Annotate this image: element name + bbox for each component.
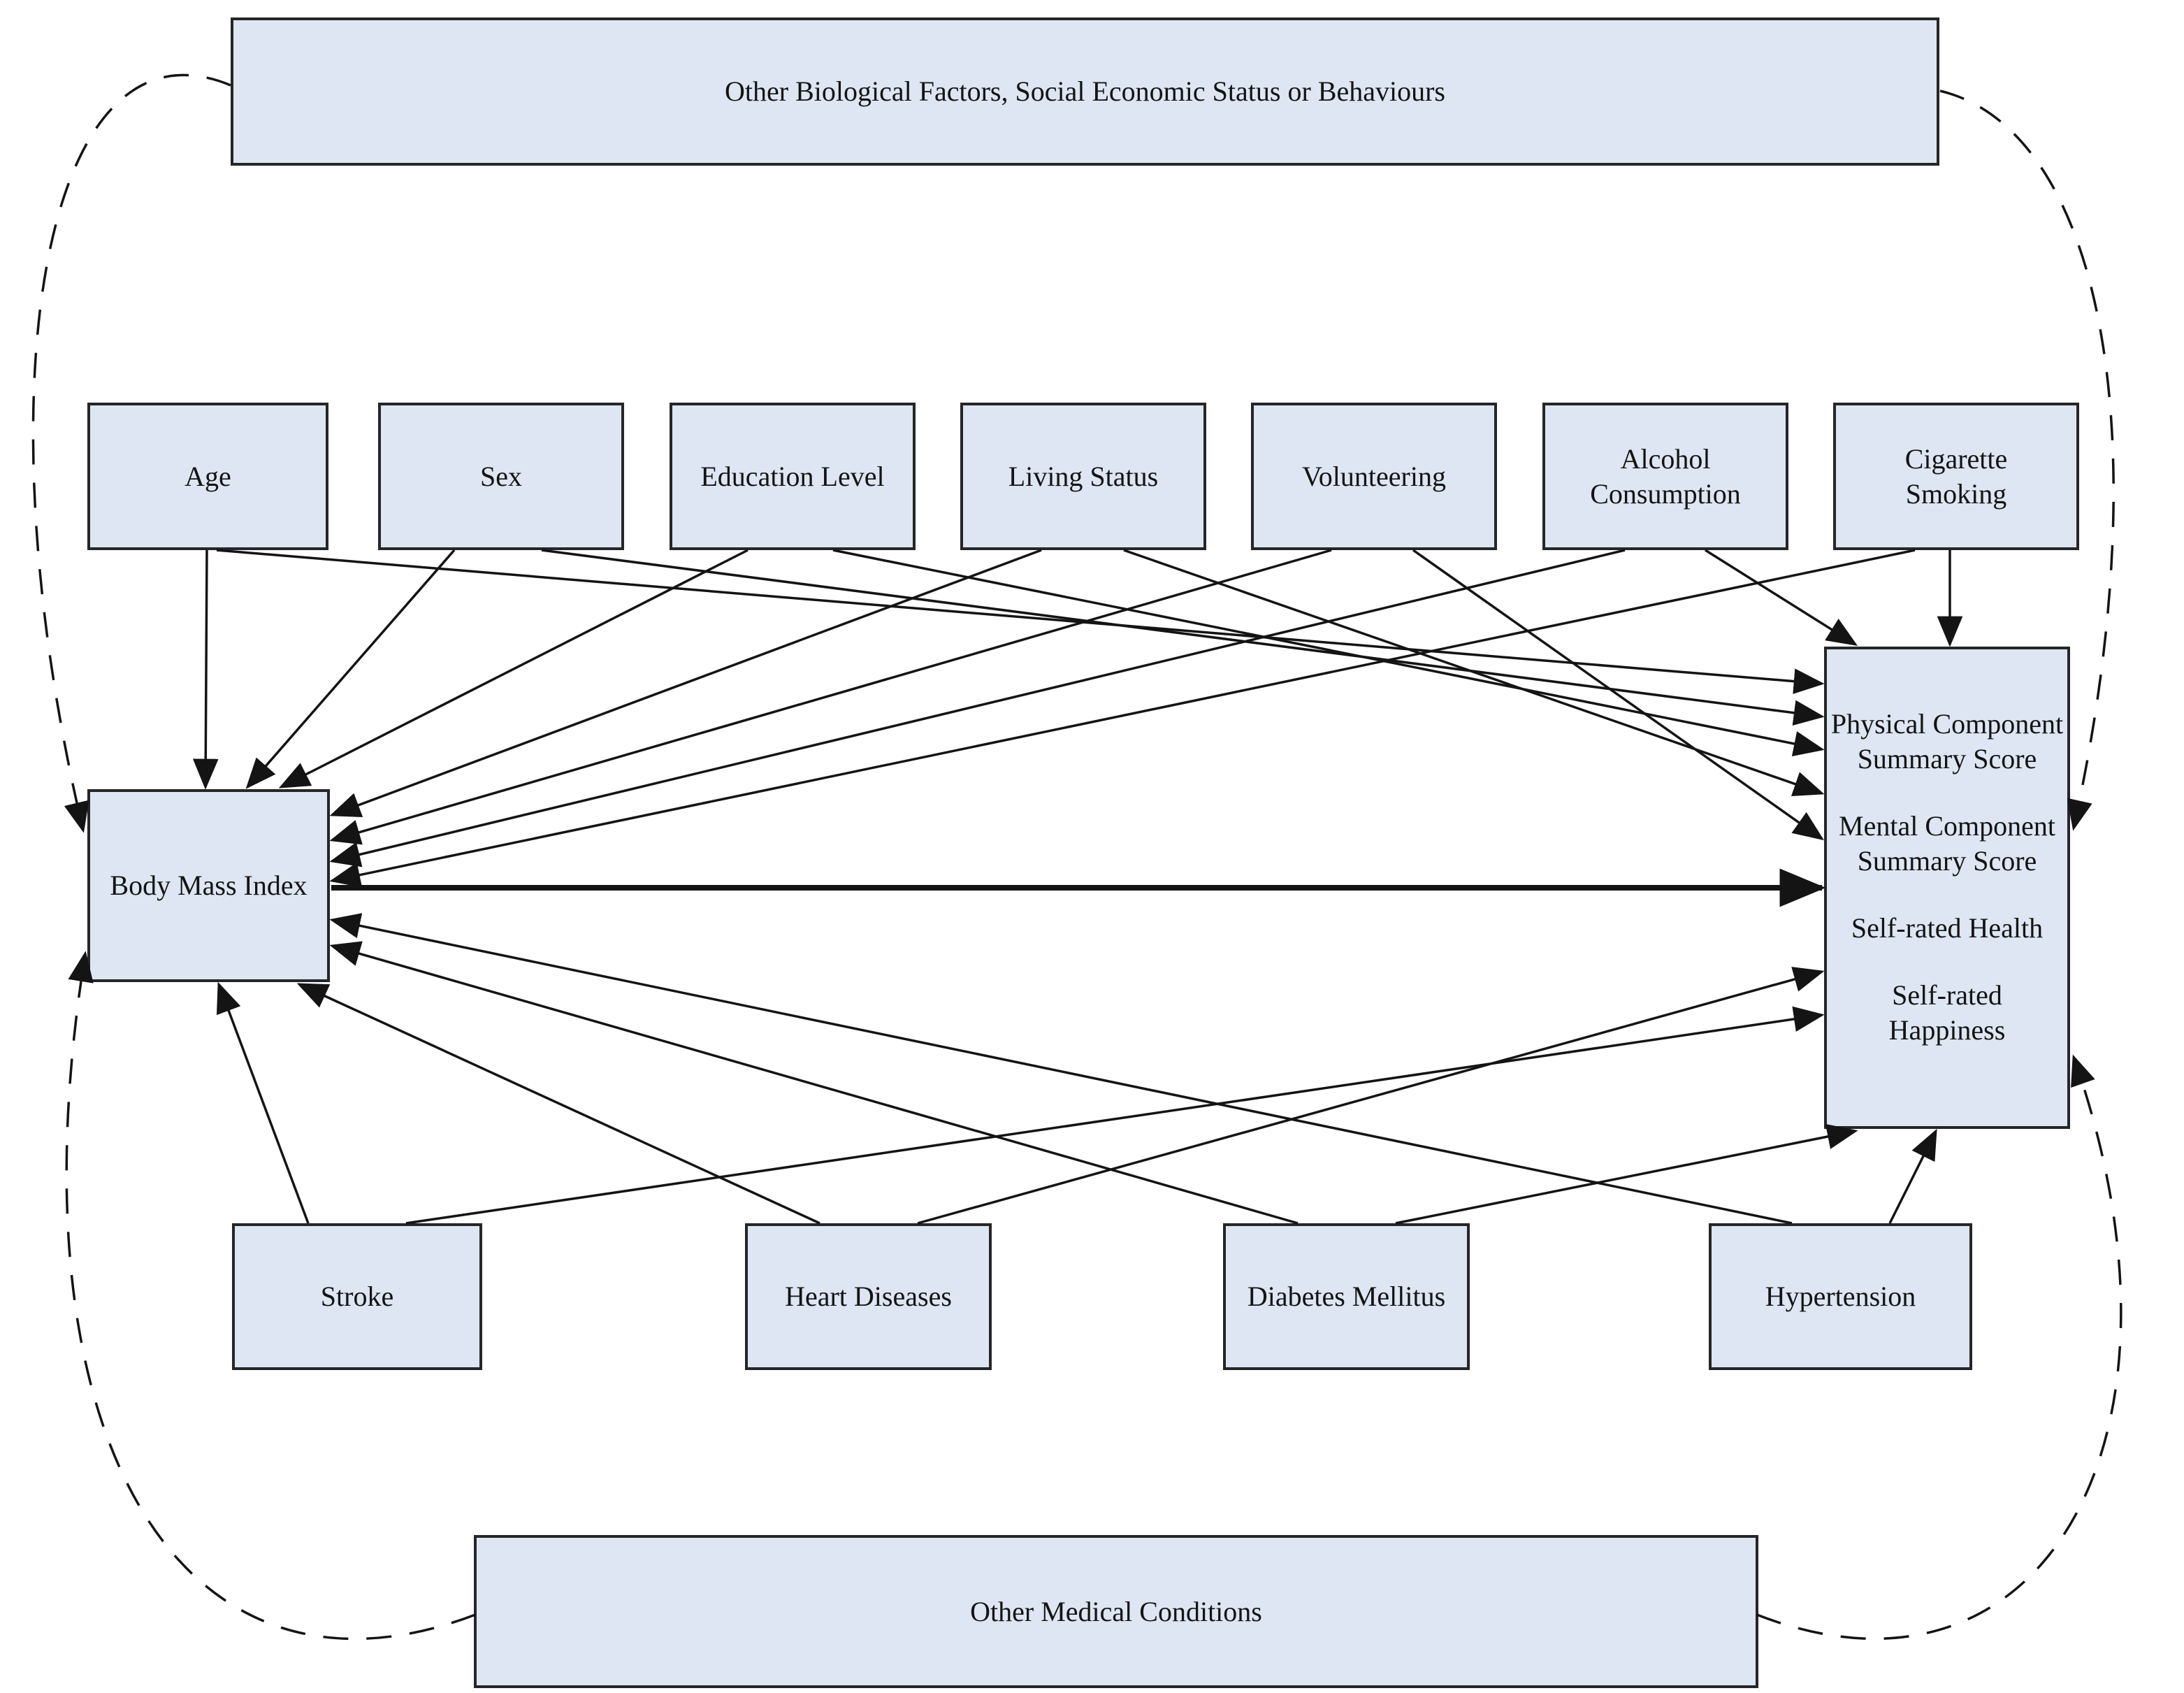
box-sex-label: Sex	[480, 460, 522, 492]
edge-diabetes-outcomes	[1395, 1123, 1858, 1225]
box-outcomes-label-line: Happiness	[1888, 1014, 2006, 1046]
box-cigarette-label-line: Cigarette	[1904, 442, 2008, 475]
box-outcomes-label-line: Mental Component	[1839, 810, 2055, 842]
box-other-biological: Other Biological Factors, Social Economi…	[231, 17, 1939, 166]
edge-stroke-outcomes	[405, 1006, 1825, 1225]
box-bmi: Body Mass Index	[87, 789, 330, 982]
edge-age-bmi	[192, 549, 219, 790]
box-age: Age	[87, 403, 328, 550]
box-cigarette-label-line: Smoking	[1905, 477, 2007, 510]
edge-education-bmi	[278, 549, 749, 788]
edge-education-outcomes	[832, 549, 1825, 757]
box-hypertension: Hypertension	[1709, 1223, 1972, 1370]
box-outcomes-label-line: Summary Score	[1857, 845, 2037, 877]
edge-living-bmi	[329, 549, 1042, 818]
box-hypertension-label: Hypertension	[1765, 1281, 1916, 1312]
edge-diabetes-bmi	[329, 941, 1299, 1225]
edge-volunteering-outcomes	[1412, 549, 1824, 841]
box-alcohol-label-line: Consumption	[1590, 477, 1741, 510]
edge-cigarette-bmi	[329, 549, 1916, 888]
edge-hypertension-outcomes	[1888, 1128, 1937, 1224]
box-outcomes-label-line: Physical Component	[1830, 708, 2064, 740]
edge-living-outcomes	[1123, 549, 1825, 797]
box-other-medical: Other Medical Conditions	[474, 1535, 1758, 1688]
box-outcomes-label-line: Summary Score	[1857, 743, 2037, 775]
edge-alcohol-outcomes	[1705, 549, 1858, 646]
box-stroke-label: Stroke	[320, 1281, 394, 1312]
edge-heart-bmi	[296, 983, 820, 1225]
box-outcomes-item: Self-rated Health	[1851, 911, 2043, 946]
box-education-label: Education Level	[700, 460, 885, 492]
box-outcomes-label-line: Self-rated Health	[1851, 912, 2044, 944]
box-bmi-label: Body Mass Index	[110, 870, 308, 901]
edge-age-outcomes	[216, 549, 1825, 694]
box-other-biological-label: Other Biological Factors, Social Economi…	[725, 75, 1445, 107]
box-heart-label: Heart Diseases	[785, 1281, 952, 1312]
box-alcohol-label-line: Alcohol	[1620, 442, 1711, 475]
box-living: Living Status	[960, 403, 1206, 550]
box-other-medical-label: Other Medical Conditions	[970, 1595, 1262, 1627]
box-diabetes: Diabetes Mellitus	[1223, 1223, 1470, 1370]
edge-heart-outcomes	[917, 967, 1825, 1225]
box-education: Education Level	[670, 403, 916, 550]
box-diabetes-label: Diabetes Mellitus	[1247, 1281, 1446, 1312]
box-sex: Sex	[378, 403, 624, 550]
box-volunteering: Volunteering	[1251, 403, 1497, 550]
box-stroke: Stroke	[232, 1223, 482, 1370]
box-heart: Heart Diseases	[745, 1223, 992, 1370]
edge-sex-outcomes	[541, 549, 1825, 726]
box-outcomes-label-line: Self-rated	[1892, 979, 2002, 1011]
edge-alcohol-bmi	[329, 549, 1626, 867]
edge-hypertension-bmi	[329, 913, 1793, 1225]
edge-stroke-bmi	[216, 981, 310, 1224]
box-living-label: Living Status	[1008, 460, 1159, 492]
edge-volunteering-bmi	[329, 549, 1332, 845]
edge-sex-bmi	[245, 549, 456, 789]
box-volunteering-label: Volunteering	[1302, 460, 1446, 492]
box-age-label: Age	[185, 460, 231, 492]
